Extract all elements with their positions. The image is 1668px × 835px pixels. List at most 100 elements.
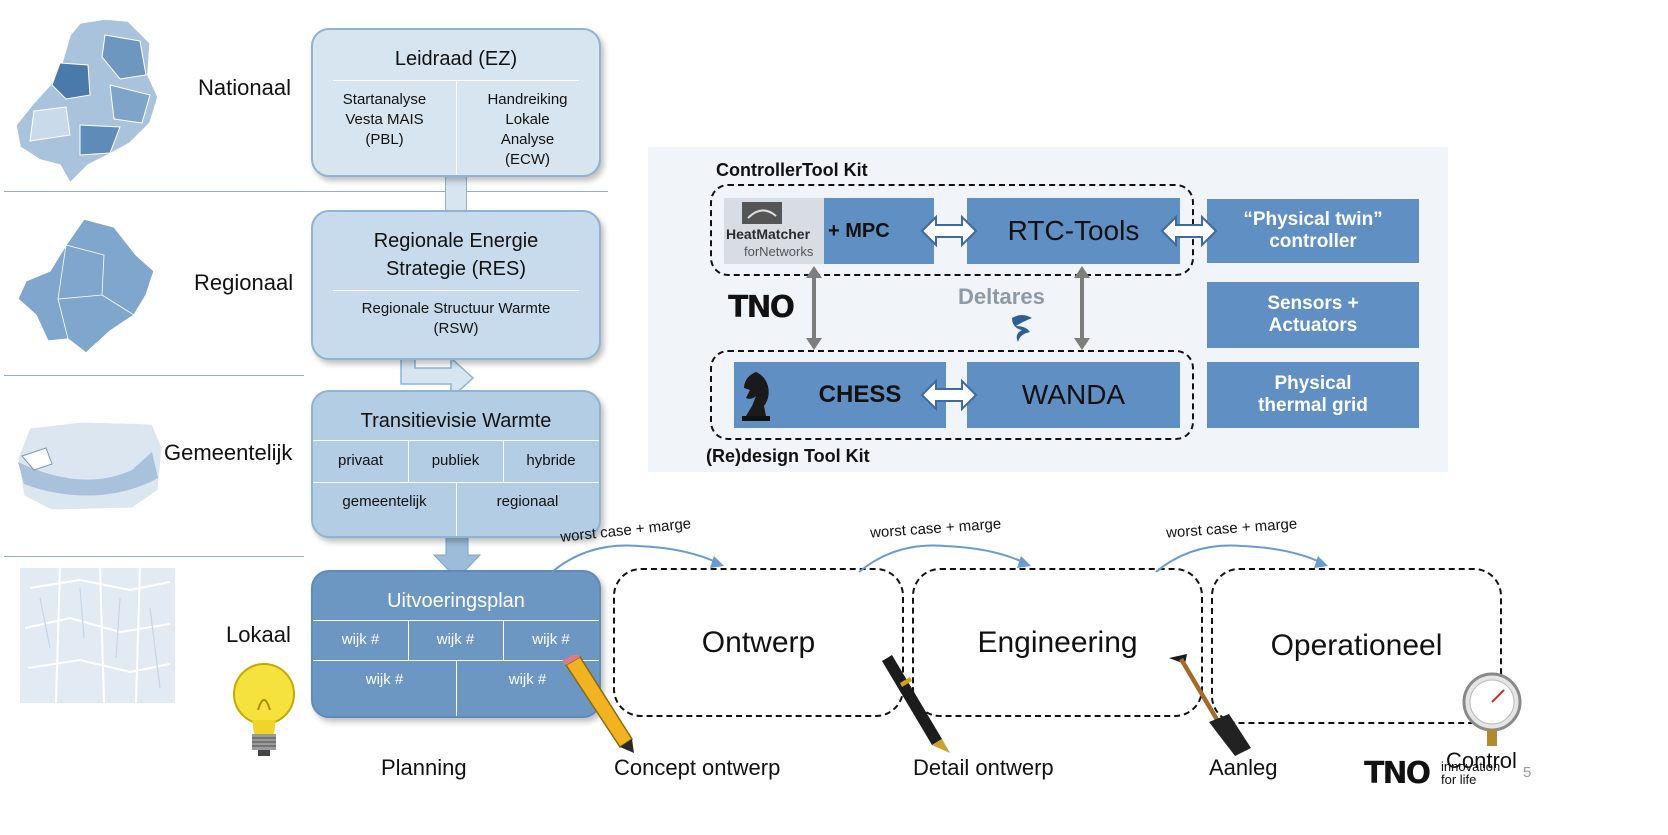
cell-line: Handreiking bbox=[487, 91, 568, 108]
page-number: 5 bbox=[1523, 764, 1532, 781]
res-title-line2: Strategie (RES) bbox=[385, 258, 527, 280]
map-municipality-icon bbox=[17, 421, 163, 511]
level-label-gemeentelijk: Gemeentelijk bbox=[164, 440, 293, 465]
res-sub-line1: Regionale Structuur Warmte bbox=[361, 300, 551, 317]
phase-ontwerp: Ontwerp bbox=[613, 568, 904, 717]
level-divider bbox=[4, 191, 608, 192]
tvw-cell: regionaal bbox=[496, 493, 559, 510]
cell-line: Analyse bbox=[500, 131, 555, 148]
stage-label-control: Control bbox=[1446, 748, 1517, 773]
stage-label-aanleg: Aanleg bbox=[1209, 755, 1278, 780]
res-box: Regionale Energie Strategie (RES) Region… bbox=[311, 210, 601, 360]
heatmatcher-logo: HeatMatcher forNetworks bbox=[724, 198, 824, 264]
chess-knight-icon bbox=[742, 372, 770, 421]
separator bbox=[456, 80, 457, 175]
tagline-line: innovation bbox=[1441, 759, 1501, 774]
tagline-line: for life bbox=[1441, 772, 1477, 787]
tvw-cell: privaat bbox=[337, 452, 384, 469]
tvw-cell: gemeentelijk bbox=[342, 493, 427, 510]
leidraad-title: Leidraad (EZ) bbox=[394, 48, 518, 70]
level-divider bbox=[4, 556, 304, 557]
heatmatcher-mpc-box: HeatMatcher forNetworks + MPC bbox=[724, 198, 934, 264]
level-label-lokaal: Lokaal bbox=[226, 622, 291, 647]
double-arrow-icon bbox=[920, 378, 978, 412]
redesign-toolkit-group bbox=[710, 350, 1194, 440]
uitvoeringsplan-title: Uitvoeringsplan bbox=[387, 590, 525, 612]
level-divider bbox=[4, 375, 304, 376]
wijk-cell: wijk # bbox=[532, 631, 570, 648]
stage-label-detail-ontwerp: Detail ontwerp bbox=[913, 755, 1054, 780]
physical-thermal-grid-box: Physical thermal grid bbox=[1207, 362, 1419, 428]
footer-tagline: innovation for life bbox=[1441, 760, 1500, 786]
map-local-icon bbox=[20, 568, 175, 703]
cell-line: Startanalyse bbox=[342, 91, 427, 108]
double-arrow-icon bbox=[920, 214, 978, 248]
stage-label-concept-ontwerp: Concept ontwerp bbox=[614, 755, 781, 780]
separator bbox=[456, 660, 457, 716]
vertical-double-arrow-icon bbox=[806, 266, 822, 350]
physical-twin-controller-box: “Physical twin” controller bbox=[1207, 199, 1419, 263]
box-line: “Physical twin” bbox=[1243, 209, 1383, 230]
separator bbox=[313, 440, 599, 441]
heatmatcher-logo-text: HeatMatcher bbox=[726, 226, 811, 242]
stage-label-planning: Planning bbox=[381, 755, 467, 780]
separator bbox=[408, 620, 409, 660]
box-line: Sensors + bbox=[1267, 293, 1359, 314]
tvw-cell: publiek bbox=[431, 452, 480, 469]
cell-line: Vesta MAIS bbox=[345, 111, 424, 128]
chess-label: CHESS bbox=[818, 381, 902, 408]
wijk-cell: wijk # bbox=[365, 671, 404, 688]
tvw-cell: hybride bbox=[526, 452, 576, 469]
arc-arrow-icon bbox=[858, 544, 1031, 573]
deltares-wave-icon bbox=[1012, 315, 1032, 342]
wijk-cell: wijk # bbox=[436, 631, 475, 648]
map-netherlands-icon bbox=[15, 18, 159, 185]
separator bbox=[313, 620, 599, 621]
connector bbox=[445, 174, 467, 214]
level-label-nationaal: Nationaal bbox=[198, 75, 291, 100]
phase-engineering: Engineering bbox=[912, 568, 1203, 717]
redesign-toolkit-label: (Re)design Tool Kit bbox=[706, 446, 870, 466]
tno-logo: TNO bbox=[728, 290, 795, 325]
pressure-gauge-icon bbox=[1462, 672, 1522, 746]
uitvoeringsplan-box: Uitvoeringsplan wijk # wijk # wijk # wij… bbox=[311, 570, 601, 718]
separator bbox=[456, 482, 457, 536]
separator bbox=[333, 290, 579, 291]
mpc-label: + MPC bbox=[828, 219, 890, 242]
transitievisie-title: Transitievisie Warmte bbox=[360, 410, 552, 432]
box-line: Physical bbox=[1274, 373, 1352, 394]
controller-toolkit-label: ControllerTool Kit bbox=[716, 160, 868, 180]
rtc-tools-box: RTC-Tools bbox=[967, 198, 1180, 264]
box-line: controller bbox=[1269, 231, 1357, 252]
box-line: Actuators bbox=[1268, 315, 1358, 336]
leidraad-right-cell: Handreiking Lokale Analyse (ECW) bbox=[456, 90, 599, 170]
vertical-double-arrow-icon bbox=[1074, 266, 1090, 350]
wijk-cell: wijk # bbox=[508, 671, 547, 688]
chess-box: CHESS bbox=[734, 362, 946, 428]
level-label-regionaal: Regionaal bbox=[194, 270, 294, 295]
double-arrow-icon bbox=[1160, 214, 1218, 248]
transitievisie-box: Transitievisie Warmte privaat publiek hy… bbox=[311, 390, 601, 538]
arc-arrow-icon bbox=[1155, 544, 1328, 573]
cell-line: (PBL) bbox=[365, 131, 404, 148]
cell-line: Lokale bbox=[505, 111, 550, 128]
map-region-icon bbox=[17, 218, 155, 354]
leidraad-left-cell: Startanalyse Vesta MAIS (PBL) bbox=[313, 90, 456, 150]
separator bbox=[503, 440, 504, 482]
shovel-icon bbox=[1169, 654, 1251, 756]
sensors-actuators-box: Sensors + Actuators bbox=[1207, 282, 1419, 348]
footer-tno-logo: TNO bbox=[1364, 756, 1431, 791]
wijk-cell: wijk # bbox=[341, 631, 380, 648]
deltares-logo: Deltares bbox=[958, 284, 1045, 309]
separator bbox=[503, 620, 504, 660]
light-bulb-icon bbox=[233, 663, 295, 756]
box-line: thermal grid bbox=[1258, 395, 1368, 416]
wanda-box: WANDA bbox=[967, 362, 1180, 428]
res-title-line1: Regionale Energie bbox=[373, 230, 539, 252]
phase-operationeel: Operationeel bbox=[1211, 568, 1502, 724]
res-sub-line2: (RSW) bbox=[433, 320, 479, 337]
separator bbox=[408, 440, 409, 482]
cell-line: (ECW) bbox=[505, 151, 550, 168]
heatmatcher-logo-icon bbox=[742, 202, 782, 224]
fountain-pen-icon bbox=[882, 655, 950, 753]
